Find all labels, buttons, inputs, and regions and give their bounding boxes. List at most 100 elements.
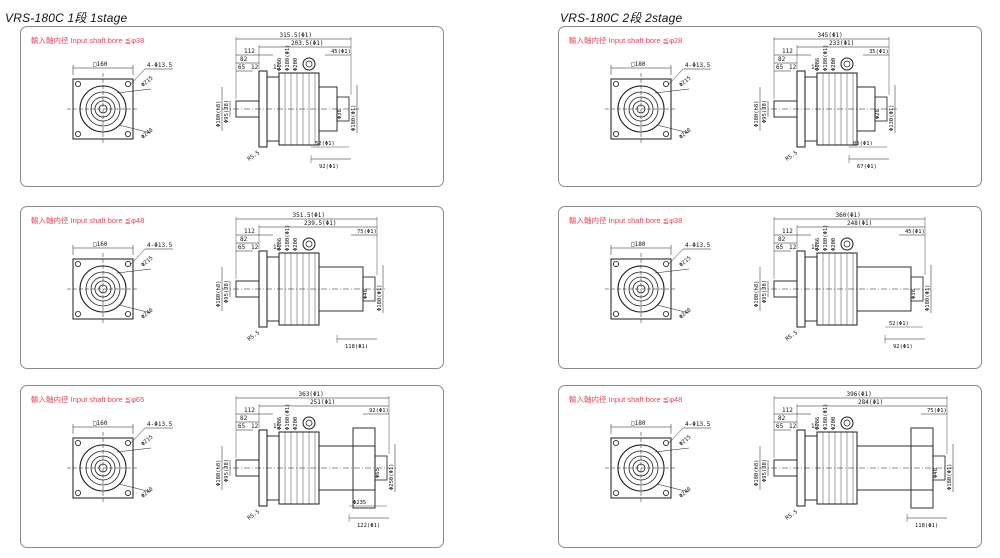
- hole-dimension: 4-Φ13.5: [147, 62, 173, 69]
- mount-hole: [125, 261, 132, 268]
- dim-12: 12: [789, 423, 797, 430]
- dim-diameter-c: Φ186: [815, 58, 821, 71]
- dim-112: 112: [782, 48, 793, 55]
- front-view: [605, 424, 711, 504]
- mount-hole: [613, 131, 620, 138]
- bottom-dimension: 92(Φ1): [893, 344, 913, 350]
- dim-82: 82: [240, 56, 248, 63]
- left-diameter: Φ180(h8): [754, 101, 760, 128]
- pcd-dimension: Φ215: [140, 255, 154, 268]
- dim-diameter-b: Φ200: [831, 58, 837, 71]
- dim-diameter-a: Φ180(Φ1): [285, 225, 291, 252]
- square-dimension: □160: [93, 241, 108, 248]
- output-diameter: Φ38: [337, 109, 343, 119]
- output-diameter: Φ48: [363, 289, 369, 299]
- dim-15: 15: [273, 423, 281, 430]
- mount-hole: [125, 440, 132, 447]
- eye-bolt: [840, 57, 854, 71]
- square-dimension: □180: [631, 61, 646, 68]
- eye-bolt: [302, 57, 316, 71]
- output-diameter: Φ48: [933, 468, 939, 478]
- dim-diameter-b: Φ200: [831, 417, 837, 430]
- dim-15: 15: [811, 423, 819, 430]
- square-dimension: □160: [93, 61, 108, 68]
- mount-hole: [663, 131, 670, 138]
- outer-diameter: Φ130(Φ1): [889, 105, 895, 132]
- output-diameter: Φ65: [375, 468, 381, 478]
- hole-dimension: 4-Φ13.5: [685, 242, 711, 249]
- side-view: [222, 416, 397, 509]
- dim-diameter-b: Φ200: [831, 238, 837, 251]
- dim-diameter-c: Φ186: [815, 417, 821, 430]
- dimension-lines: [759, 37, 896, 163]
- tilt-dimension: Φ240: [678, 486, 692, 499]
- input-bore-label: 輸入軸内径 Input shaft bore ≦φ38: [569, 216, 683, 225]
- radius-dimension: R5.5: [247, 509, 261, 522]
- input-bore-label: 輸入軸内径 Input shaft bore ≦φ28: [569, 36, 683, 45]
- overall-length: 360(Φ1): [836, 212, 861, 219]
- body-length: 239.5(Φ1): [304, 220, 337, 227]
- eye-bolt: [302, 416, 316, 430]
- dimension-lines: [221, 37, 358, 163]
- square-dimension: □180: [631, 420, 646, 427]
- shaft-diameter: Φ95(J8): [762, 459, 768, 482]
- dim-12: 12: [251, 244, 259, 251]
- left-diameter: Φ180(h8): [216, 101, 222, 128]
- right-top-dimension: 35(Φ1): [869, 49, 889, 55]
- bottom-dimension: 118(Φ1): [915, 523, 938, 529]
- dim-65: 65: [776, 244, 784, 251]
- shaft-diameter: Φ95(J8): [224, 280, 230, 303]
- tilt-dimension: Φ240: [140, 307, 154, 320]
- side-view: [760, 57, 897, 148]
- tilt-dimension: Φ240: [678, 307, 692, 320]
- right-top-dimension: 92(Φ1): [369, 408, 389, 414]
- dim-82: 82: [240, 415, 248, 422]
- hole-dimension: 4-Φ13.5: [685, 62, 711, 69]
- pcd-dimension: Φ215: [140, 434, 154, 447]
- dim-12: 12: [251, 64, 259, 71]
- dim-diameter-c: Φ186: [277, 238, 283, 251]
- left-diameter: Φ180(h8): [754, 460, 760, 487]
- eye-bolt: [840, 416, 854, 430]
- square-dimension: □180: [631, 241, 646, 248]
- bottom-dimension-2: 52(Φ1): [889, 321, 909, 327]
- dimension-lines: [759, 396, 954, 522]
- input-bore-label: 輸入軸内径 Input shaft bore ≦φ38: [31, 36, 145, 45]
- dim-112: 112: [782, 407, 793, 414]
- dim-82: 82: [778, 415, 786, 422]
- eye-bolt: [302, 237, 316, 251]
- shaft-diameter: Φ95(J8): [224, 100, 230, 123]
- dim-15: 15: [811, 244, 819, 251]
- body-length: 284(Φ1): [858, 399, 883, 406]
- radius-dimension: R5.5: [247, 330, 261, 343]
- left-diameter: Φ180(h8): [216, 281, 222, 308]
- tilt-dimension: Φ240: [678, 127, 692, 140]
- mount-hole: [125, 311, 132, 318]
- dim-diameter-a: Φ180(Φ1): [823, 404, 829, 431]
- bottom-dimension: 122(Φ1): [357, 523, 380, 529]
- dim-65: 65: [776, 423, 784, 430]
- dim-diameter-c: Φ186: [277, 58, 283, 71]
- dim-diameter-a: Φ180(Φ1): [823, 45, 829, 72]
- dimension-lines: [221, 217, 384, 343]
- dim-diameter-c: Φ186: [277, 417, 283, 430]
- side-view: [760, 416, 955, 509]
- dim-diameter-b: Φ200: [293, 417, 299, 430]
- dim-15: 15: [273, 244, 281, 251]
- output-diameter: Φ38: [911, 289, 917, 299]
- right-top-dimension: 75(Φ1): [357, 229, 377, 235]
- body-length: 248(Φ1): [847, 220, 872, 227]
- overall-length: 351.5(Φ1): [293, 212, 326, 219]
- body-length: 203.5(Φ1): [291, 40, 324, 47]
- mount-hole: [125, 490, 132, 497]
- radius-dimension: R5.5: [247, 150, 261, 163]
- dim-12: 12: [251, 423, 259, 430]
- right-top-dimension: 45(Φ1): [905, 229, 925, 235]
